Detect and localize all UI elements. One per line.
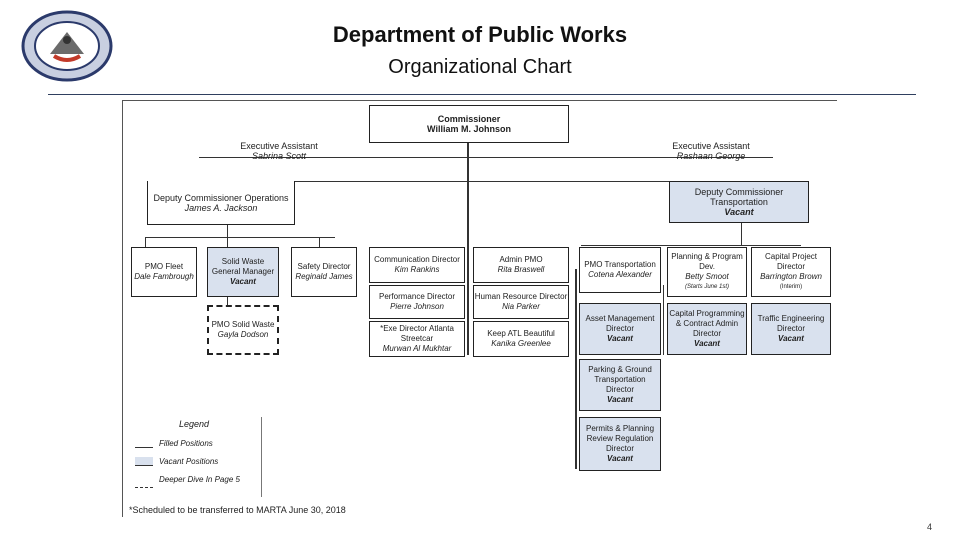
- box-name: Vacant: [230, 277, 256, 286]
- connector-line: [581, 245, 801, 246]
- box-title: Communication Director: [374, 255, 460, 264]
- exec-assistant-right-title: Executive Assistant: [672, 141, 750, 151]
- header-divider: [48, 94, 916, 95]
- solid-waste-gm-box: Solid Waste General Manager Vacant: [207, 247, 279, 297]
- box-name: Dale Fambrough: [134, 272, 194, 281]
- box-title: Capital Programming & Contract Admin Dir…: [669, 309, 745, 338]
- deputy-ops-box: Deputy Commissioner Operations James A. …: [147, 181, 295, 225]
- box-name: Betty Smoot: [685, 272, 729, 281]
- box-title: Capital Project Director: [764, 252, 818, 271]
- admin-pmo-box: Admin PMO Rita Braswell: [473, 247, 569, 283]
- box-name: Vacant: [694, 339, 720, 348]
- connector-line: [227, 225, 228, 247]
- box-name: Pierre Johnson: [390, 302, 444, 311]
- box-title: Planning & Program Dev.: [671, 252, 743, 271]
- deputy-trans-name: Vacant: [724, 207, 754, 217]
- asset-management-director-box: Asset Management Director Vacant: [579, 303, 661, 355]
- commissioner-box: Commissioner William M. Johnson: [369, 105, 569, 143]
- box-title: Parking & Ground Transportation Director: [588, 365, 652, 394]
- commissioner-name: William M. Johnson: [427, 124, 511, 134]
- box-name: Vacant: [778, 334, 804, 343]
- box-title: Solid Waste General Manager: [211, 257, 275, 276]
- keep-atl-beautiful-box: Keep ATL Beautiful Kanika Greenlee: [473, 321, 569, 357]
- box-name: Vacant: [607, 395, 633, 404]
- connector-line: [227, 297, 228, 305]
- box-name: Vacant: [607, 334, 633, 343]
- org-chart: Commissioner William M. Johnson Executiv…: [122, 100, 837, 517]
- legend: Legend Filled Positions Vacant Positions…: [131, 417, 262, 497]
- connector-line: [575, 269, 577, 469]
- box-name: Nia Parker: [502, 302, 540, 311]
- pmo-transportation-box: PMO Transportation Cotena Alexander: [579, 247, 661, 293]
- exec-assistant-left-title: Executive Assistant: [240, 141, 318, 151]
- capital-project-director-box: Capital Project Director Barrington Brow…: [751, 247, 831, 297]
- pmo-solid-waste-box: PMO Solid Waste Gayla Dodson: [207, 305, 279, 355]
- exec-assistant-right: Executive Assistant Rashaan George: [631, 141, 791, 161]
- legend-filled-swatch: [135, 439, 153, 448]
- box-title: PMO Solid Waste: [211, 320, 275, 329]
- box-title: Asset Management Director: [585, 314, 655, 333]
- connector-line: [663, 285, 664, 355]
- box-name: Rita Braswell: [497, 265, 545, 274]
- parking-ground-transportation-box: Parking & Ground Transportation Director…: [579, 359, 661, 411]
- deputy-ops-name: James A. Jackson: [184, 202, 258, 213]
- box-title: Human Resource Director: [474, 292, 568, 301]
- connector-line: [319, 237, 320, 247]
- box-title: Performance Director: [378, 292, 456, 301]
- box-name: Gayla Dodson: [217, 330, 269, 339]
- connector-line: [741, 223, 742, 245]
- connector-line: [467, 143, 469, 355]
- pmo-fleet-box: PMO Fleet Dale Fambrough: [131, 247, 197, 297]
- exec-assistant-left: Executive Assistant Sabrina Scott: [199, 141, 359, 161]
- commissioner-title: Commissioner: [437, 114, 501, 124]
- traffic-engineering-director-box: Traffic Engineering Director Vacant: [751, 303, 831, 355]
- hr-director-box: Human Resource Director Nia Parker: [473, 285, 569, 319]
- connector-line: [145, 237, 335, 238]
- capital-programming-director-box: Capital Programming & Contract Admin Dir…: [667, 303, 747, 355]
- box-name: Kanika Greenlee: [491, 339, 551, 348]
- communication-director-box: Communication Director Kim Rankins: [369, 247, 465, 283]
- city-seal-logo: [21, 10, 113, 82]
- box-title: Permits & Planning Review Regulation Dir…: [585, 424, 655, 453]
- exec-assistant-left-name: Sabrina Scott: [251, 151, 307, 161]
- deputy-trans-title: Deputy Commissioner Transportation: [694, 187, 784, 207]
- box-name: Barrington Brown: [760, 272, 822, 281]
- box-title: Traffic Engineering Director: [757, 314, 825, 333]
- page-number: 4: [926, 522, 932, 532]
- footnote: *Scheduled to be transferred to MARTA Ju…: [129, 505, 346, 515]
- box-title: *Exe Director Atlanta Streetcar: [380, 324, 454, 343]
- box-title: Admin PMO: [499, 255, 543, 264]
- permits-planning-review-box: Permits & Planning Review Regulation Dir…: [579, 417, 661, 471]
- deputy-ops-title: Deputy Commissioner Operations: [153, 192, 289, 203]
- legend-filled-label: Filled Positions: [159, 439, 213, 448]
- box-name: Kim Rankins: [394, 265, 440, 274]
- deputy-trans-box: Deputy Commissioner Transportation Vacan…: [669, 181, 809, 223]
- legend-vacant-label: Vacant Positions: [159, 457, 219, 466]
- safety-director-box: Safety Director Reginald James: [291, 247, 357, 297]
- box-name: Murwan Al Mukhtar: [382, 344, 452, 353]
- box-title: Safety Director: [297, 262, 351, 271]
- box-name: Cotena Alexander: [588, 270, 652, 279]
- box-title: Keep ATL Beautiful: [487, 329, 555, 338]
- legend-deeper-swatch: [135, 479, 153, 488]
- box-note: (Interim): [779, 284, 803, 290]
- connector-line: [199, 157, 773, 158]
- legend-title: Legend: [179, 419, 210, 429]
- box-note: (Starts June 1st): [684, 284, 729, 290]
- connector-line: [163, 181, 803, 182]
- performance-director-box: Performance Director Pierre Johnson: [369, 285, 465, 319]
- streetcar-director-box: *Exe Director Atlanta Streetcar Murwan A…: [369, 321, 465, 357]
- exec-assistant-right-name: Rashaan George: [676, 151, 746, 161]
- legend-deeper-label: Deeper Dive In Page 5: [159, 475, 240, 484]
- box-title: PMO Transportation: [584, 260, 656, 269]
- legend-vacant-swatch: [135, 457, 153, 466]
- box-title: PMO Fleet: [144, 262, 184, 271]
- box-name: Reginald James: [295, 272, 353, 281]
- connector-line: [145, 237, 146, 247]
- page-title: Department of Public Works: [332, 22, 628, 47]
- planning-program-dev-box: Planning & Program Dev. Betty Smoot (Sta…: [667, 247, 747, 297]
- box-name: Vacant: [607, 454, 633, 463]
- page-subtitle: Organizational Chart: [388, 56, 572, 78]
